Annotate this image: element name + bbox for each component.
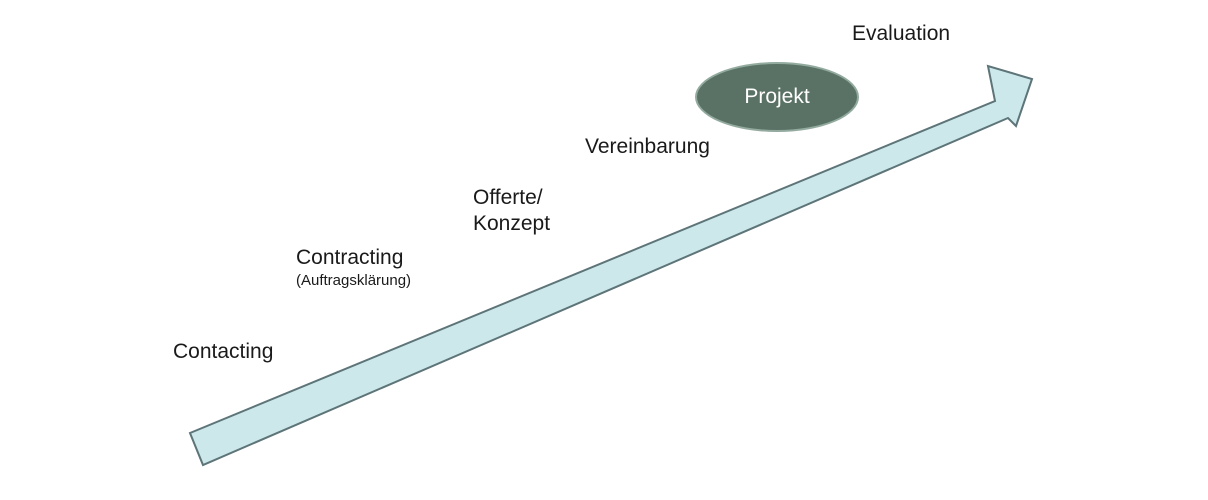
stage-contacting-label: Contacting [173,340,274,363]
stage-evaluation-label: Evaluation [852,22,951,45]
stage-offerte-label-line1: Offerte/ [473,186,543,209]
stage-contracting: Contracting (Auftragsklärung) [296,245,411,291]
projekt-ellipse: Projekt [695,62,859,132]
stage-vereinbarung: Vereinbarung [585,134,710,160]
arrow-shape [188,64,1034,467]
projekt-label: Projekt [744,85,810,108]
stage-vereinbarung-label: Vereinbarung [585,135,710,158]
stage-contacting: Contacting [173,339,273,365]
stage-offerte-label-line2: Konzept [473,212,551,235]
stage-offerte: Offerte/ Konzept [473,185,550,237]
stage-evaluation: Evaluation [852,21,950,47]
stage-contracting-sublabel: (Auftragsklärung) [296,272,412,289]
stage-contracting-label: Contracting [296,246,404,269]
